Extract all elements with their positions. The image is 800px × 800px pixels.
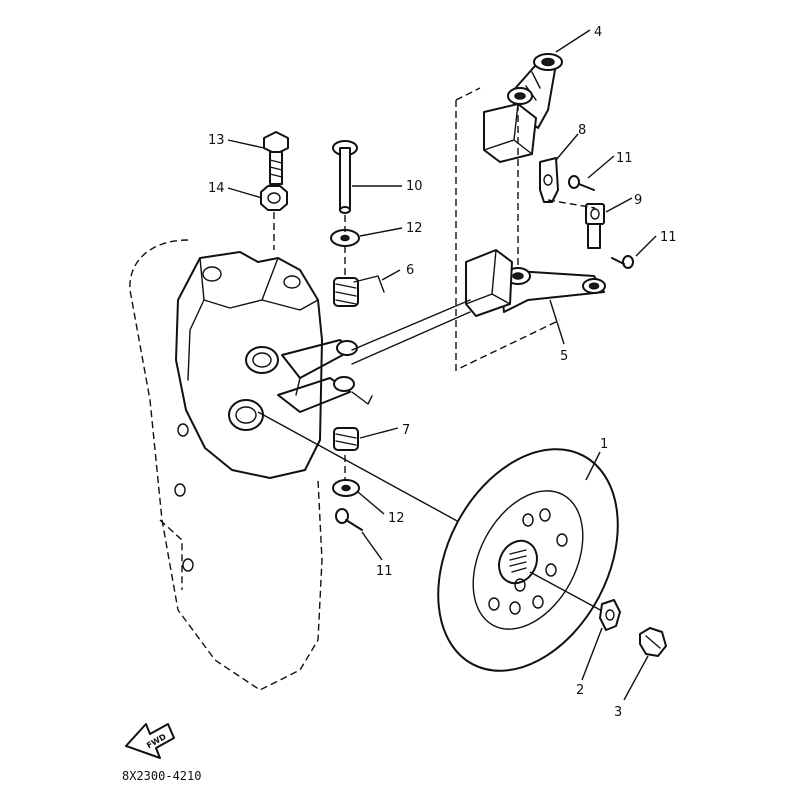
lower-lever-arm-5: [499, 267, 606, 313]
brake-pad-upper: [483, 103, 537, 163]
engine-case: [129, 239, 353, 691]
link-rod-upper: [351, 299, 471, 351]
clevis-9: [585, 203, 605, 249]
callout-9: 9: [634, 193, 642, 208]
clevis-link-line: [547, 199, 596, 209]
pin-10: [332, 140, 358, 214]
callout-1: 1: [600, 437, 608, 452]
spring-upper: [333, 275, 385, 307]
arm-alignment-lines: [455, 87, 561, 372]
nut-3: [639, 627, 667, 657]
shaft-alignment-line: [257, 411, 471, 529]
clevis-8: [539, 157, 559, 203]
callout-8: 8: [578, 123, 586, 138]
lock-washer-2: [599, 599, 621, 631]
callout-11-lower: 11: [376, 564, 393, 579]
washer-12-lower: [332, 479, 360, 497]
link-rod-lower: [351, 311, 471, 365]
spring-lower-arm: [351, 391, 373, 405]
cotter-pin-11-right: [611, 255, 634, 269]
callout-10: 10: [406, 179, 423, 194]
callout-12-lower: 12: [388, 511, 405, 526]
brake-pad-lower: [465, 249, 513, 317]
callout-3: 3: [614, 705, 622, 720]
cotter-pin-11-upper: [568, 175, 595, 191]
callout-12-upper: 12: [406, 221, 423, 236]
callout-5: 5: [560, 349, 568, 364]
callout-2: 2: [576, 683, 584, 698]
callout-7: 7: [402, 423, 410, 438]
brake-disc-1: [437, 448, 619, 672]
callout-11-upper: 11: [616, 151, 633, 166]
washer-12-upper: [330, 229, 360, 247]
callout-13: 13: [208, 133, 225, 148]
callout-6: 6: [406, 263, 414, 278]
pivot-bushing-upper: [336, 340, 358, 356]
leader-lines: [227, 29, 657, 701]
hub-alignment-line: [529, 571, 605, 613]
diagram-code: 8X2300-4210: [122, 769, 201, 783]
fwd-arrow-icon: FWD: [125, 723, 175, 759]
spring-lower: [333, 427, 359, 451]
cotter-pin-11-lower: [335, 508, 363, 531]
callout-4: 4: [594, 25, 602, 40]
bolt-13: [263, 131, 289, 185]
callout-11-right: 11: [660, 230, 677, 245]
pivot-bushing-lower: [333, 376, 355, 392]
callout-14: 14: [208, 181, 225, 196]
nut-14: [260, 185, 288, 211]
